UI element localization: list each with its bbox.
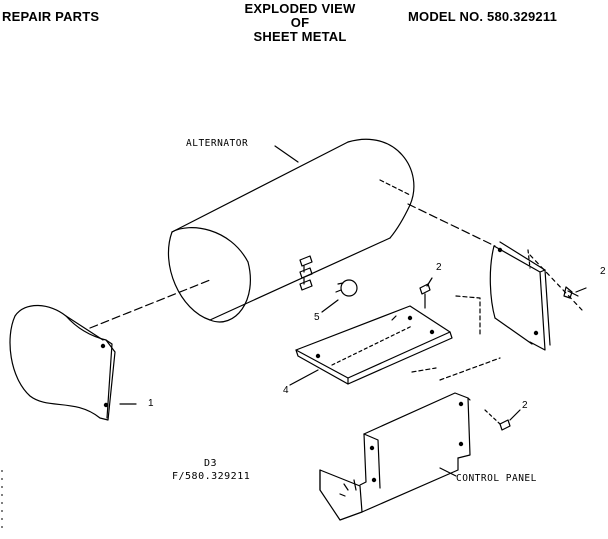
- drawing-code-d3: D3: [204, 458, 218, 469]
- control-panel-leader: [439, 467, 457, 477]
- header-exploded-view: EXPLODED VIEW OF SHEET METAL: [210, 2, 390, 44]
- axis-line-left: [89, 279, 211, 329]
- alternator-leader: [274, 145, 299, 163]
- label-part-4: 4: [283, 385, 289, 396]
- connector-terminal: [299, 255, 313, 291]
- alternator-cylinder: [167, 138, 415, 323]
- control-panel-housing: [319, 392, 471, 521]
- part-5-leader: [321, 299, 339, 313]
- label-part-1: 1: [148, 398, 154, 409]
- header-title-line3: SHEET METAL: [253, 29, 347, 44]
- label-part-2-plate: 2: [436, 262, 442, 273]
- label-part-5: 5: [314, 312, 320, 323]
- label-alternator: ALTERNATOR: [186, 138, 249, 149]
- header-model-number: MODEL NO. 580.329211: [408, 9, 558, 24]
- cover-plate: [295, 305, 453, 385]
- part-4-leader: [289, 369, 319, 386]
- end-bracket: [489, 241, 551, 351]
- header-title-line2: OF: [290, 15, 310, 30]
- screw-right: [563, 286, 587, 299]
- screw-plate: [419, 277, 433, 309]
- label-control-panel: CONTROL PANEL: [456, 473, 537, 484]
- drawing-code-number: F/580.329211: [172, 471, 251, 482]
- capacitor-part-5: [335, 279, 358, 297]
- label-part-2-panel: 2: [522, 400, 528, 411]
- header-title-line1: EXPLODED VIEW: [244, 1, 356, 16]
- label-part-2-bracket: 2: [600, 266, 606, 277]
- axis-line-right: [407, 203, 496, 247]
- end-cover: [9, 304, 116, 421]
- screw-control-panel: [484, 409, 521, 431]
- header-repair-parts: REPAIR PARTS: [2, 9, 100, 24]
- axis-line-far-right: [529, 254, 583, 311]
